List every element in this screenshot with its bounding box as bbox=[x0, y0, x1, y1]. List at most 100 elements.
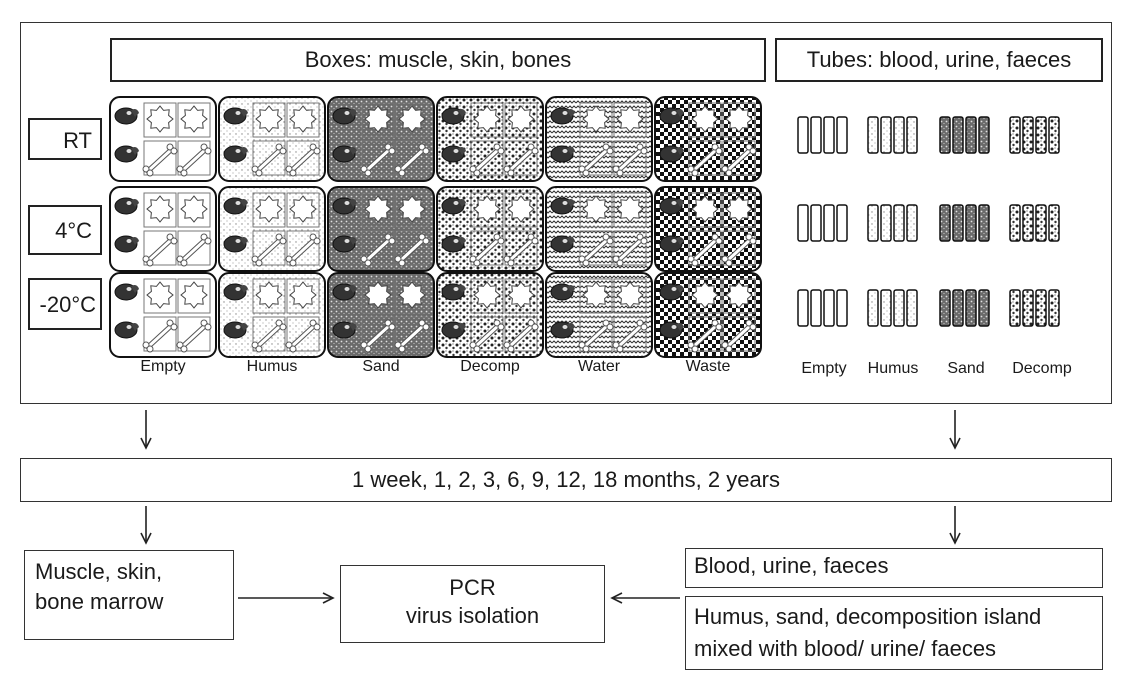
meat-icon bbox=[550, 107, 575, 125]
meat-icon bbox=[441, 145, 466, 163]
tube-icon bbox=[906, 204, 918, 242]
temp-label-minus20: -20°C bbox=[28, 278, 102, 330]
skin-icon bbox=[255, 195, 283, 223]
tube-icon bbox=[880, 204, 892, 242]
skin-icon bbox=[364, 105, 392, 133]
sample-box bbox=[436, 96, 544, 182]
tube-icon bbox=[939, 116, 951, 154]
sample-box bbox=[545, 96, 653, 182]
bone-icon bbox=[285, 233, 321, 267]
tube-icon bbox=[810, 116, 822, 154]
bone-icon bbox=[469, 233, 505, 267]
bone-icon bbox=[251, 233, 287, 267]
sample-box bbox=[218, 272, 326, 358]
arrow-icon bbox=[610, 592, 680, 604]
tube-icon bbox=[1009, 289, 1021, 327]
bone-icon bbox=[360, 143, 396, 177]
bone-icon bbox=[578, 143, 614, 177]
sample-box bbox=[545, 272, 653, 358]
skin-icon bbox=[364, 195, 392, 223]
environment-line1: Humus, sand, decomposition island bbox=[694, 604, 1042, 629]
skin-icon bbox=[255, 281, 283, 309]
meat-icon bbox=[114, 197, 139, 215]
tube-icon bbox=[893, 289, 905, 327]
tube-icon bbox=[965, 204, 977, 242]
tube-icon bbox=[810, 204, 822, 242]
fluid-samples-box: Blood, urine, faeces bbox=[685, 548, 1103, 588]
tube-icon bbox=[1035, 204, 1047, 242]
meat-icon bbox=[659, 235, 684, 253]
meat-icon bbox=[659, 197, 684, 215]
meat-icon bbox=[332, 283, 357, 301]
meat-icon bbox=[659, 283, 684, 301]
tube-icon bbox=[1048, 204, 1060, 242]
skin-icon bbox=[289, 281, 317, 309]
meat-icon bbox=[550, 283, 575, 301]
meat-icon bbox=[114, 235, 139, 253]
medium-label: Sand bbox=[947, 360, 985, 377]
tube-icon bbox=[939, 204, 951, 242]
meat-icon bbox=[223, 107, 248, 125]
tube-icon bbox=[823, 116, 835, 154]
bone-icon bbox=[469, 143, 505, 177]
sample-box bbox=[654, 96, 762, 182]
meat-icon bbox=[223, 235, 248, 253]
bone-icon bbox=[503, 233, 539, 267]
skin-icon bbox=[146, 105, 174, 133]
tube-icon bbox=[867, 116, 879, 154]
skin-icon bbox=[691, 195, 719, 223]
tube-icon bbox=[906, 289, 918, 327]
skin-icon bbox=[180, 281, 208, 309]
meat-icon bbox=[659, 107, 684, 125]
bone-icon bbox=[251, 143, 287, 177]
sample-box bbox=[654, 272, 762, 358]
tube-icon bbox=[797, 204, 809, 242]
tube-icon bbox=[978, 204, 990, 242]
meat-icon bbox=[550, 321, 575, 339]
boxes-title-box: Boxes: muscle, skin, bones bbox=[110, 38, 766, 82]
medium-label: Humus bbox=[867, 360, 919, 377]
bone-icon bbox=[394, 319, 430, 353]
meat-icon bbox=[441, 107, 466, 125]
skin-icon bbox=[725, 105, 753, 133]
tissue-samples-line2: bone marrow bbox=[35, 589, 164, 614]
bone-icon bbox=[360, 319, 396, 353]
tube-icon bbox=[978, 289, 990, 327]
meat-icon bbox=[114, 283, 139, 301]
meat-icon bbox=[223, 197, 248, 215]
skin-icon bbox=[507, 281, 535, 309]
skin-icon bbox=[180, 105, 208, 133]
bone-icon bbox=[612, 319, 648, 353]
meat-icon bbox=[550, 145, 575, 163]
meat-icon bbox=[114, 145, 139, 163]
tube-icon bbox=[880, 289, 892, 327]
tube-icon bbox=[836, 289, 848, 327]
medium-label: Empty bbox=[801, 360, 847, 377]
arrows bbox=[140, 410, 961, 604]
bone-icon bbox=[687, 233, 723, 267]
tube-icon bbox=[836, 116, 848, 154]
bone-icon bbox=[721, 143, 757, 177]
sample-box bbox=[218, 96, 326, 182]
skin-icon bbox=[398, 105, 426, 133]
tissue-samples-box: Muscle, skin, bone marrow bbox=[24, 550, 234, 640]
skin-icon bbox=[473, 281, 501, 309]
arrow-icon bbox=[238, 592, 335, 604]
skin-icon bbox=[582, 195, 610, 223]
environment-line2: mixed with blood/ urine/ faeces bbox=[694, 636, 997, 661]
skin-icon bbox=[725, 195, 753, 223]
sample-box bbox=[327, 272, 435, 358]
meat-icon bbox=[114, 107, 139, 125]
skin-icon bbox=[582, 105, 610, 133]
tubes-title-box: Tubes: blood, urine, faeces bbox=[775, 38, 1103, 82]
pcr-box: PCR virus isolation bbox=[340, 565, 605, 643]
bone-icon bbox=[612, 233, 648, 267]
tube-icon bbox=[1009, 116, 1021, 154]
meat-icon bbox=[659, 145, 684, 163]
tube-icon bbox=[952, 289, 964, 327]
tube-icon bbox=[952, 116, 964, 154]
tube-icon bbox=[893, 116, 905, 154]
bone-icon bbox=[142, 143, 178, 177]
tube-icon bbox=[836, 204, 848, 242]
tube-icon bbox=[1035, 116, 1047, 154]
